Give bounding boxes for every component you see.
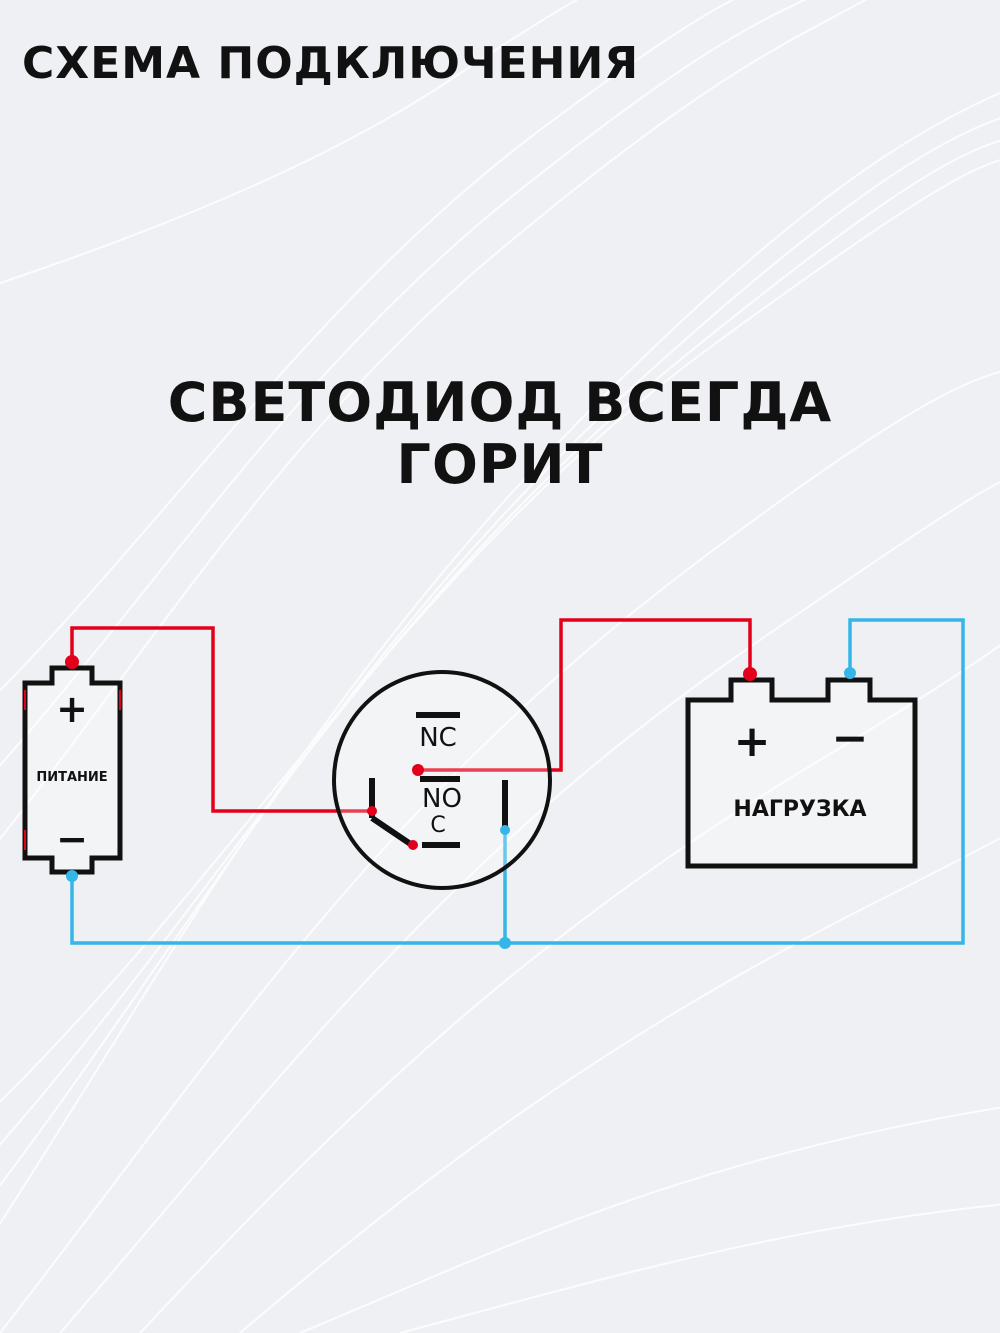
power-source-body bbox=[22, 665, 123, 875]
diagram-heading-line2: ГОРИТ bbox=[396, 433, 604, 496]
power-plus-terminal-dot bbox=[65, 655, 79, 669]
switch-no-label: NO bbox=[422, 784, 462, 814]
page-title: СХЕМА ПОДКЛЮЧЕНИЯ bbox=[22, 38, 640, 89]
diagram-heading-line1: СВЕТОДИОД ВСЕГДА bbox=[167, 371, 833, 434]
switch-c-label: C bbox=[430, 813, 445, 838]
load-plus-terminal-dot bbox=[743, 667, 757, 681]
switch-lever bbox=[370, 815, 414, 848]
wire-switch-nc-to-load-plus bbox=[418, 618, 752, 772]
switch-no-terminal-dot bbox=[500, 825, 510, 835]
load-minus-sign: − bbox=[832, 713, 869, 764]
wire-power-plus-to-switch-c bbox=[70, 626, 372, 813]
power-source: + ПИТАНИЕ − bbox=[22, 655, 123, 882]
power-plus-sign: + bbox=[56, 687, 88, 731]
switch: NC NO C bbox=[332, 670, 552, 890]
negative-wires bbox=[70, 618, 965, 945]
ground-junction-dot bbox=[499, 937, 511, 949]
switch-nc-label: NC bbox=[419, 723, 457, 753]
wiring-diagram: + ПИТАНИЕ − NC NO C + − НАГРУЗКА bbox=[22, 618, 965, 949]
load-plus-sign: + bbox=[734, 716, 771, 767]
load-label: НАГРУЗКА bbox=[733, 797, 866, 822]
load: + − НАГРУЗКА bbox=[685, 667, 918, 869]
load-minus-terminal-dot bbox=[844, 667, 856, 679]
positive-wires bbox=[70, 618, 752, 813]
power-minus-terminal-dot bbox=[66, 870, 78, 882]
load-body bbox=[685, 677, 918, 869]
power-minus-sign: − bbox=[56, 817, 88, 861]
diagram-heading: СВЕТОДИОД ВСЕГДА ГОРИТ bbox=[0, 372, 1000, 496]
power-source-red-accents bbox=[24, 690, 121, 850]
switch-nc-terminal-dot bbox=[412, 764, 424, 776]
wire-power-minus bbox=[70, 618, 965, 945]
switch-lever-end-dot bbox=[408, 840, 418, 850]
switch-c-terminal-dot bbox=[367, 806, 377, 816]
power-source-label: ПИТАНИЕ bbox=[36, 770, 107, 785]
